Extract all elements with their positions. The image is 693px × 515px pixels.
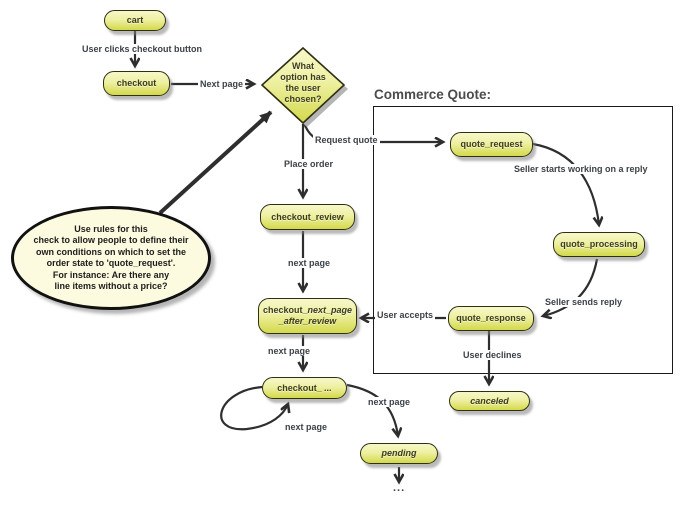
node-quote-response: quote_response bbox=[448, 306, 534, 331]
decision-line: What bbox=[292, 61, 314, 71]
edge-to-pending bbox=[346, 383, 398, 436]
commerce-quote-title: Commerce Quote: bbox=[374, 87, 492, 102]
note-line: line items without a price? bbox=[54, 281, 168, 291]
note-line: order state to 'quote_request'. bbox=[46, 258, 176, 268]
edge-quote-request-to-processing bbox=[532, 142, 599, 225]
node-quote-request: quote_request bbox=[450, 132, 533, 157]
label-request-quote: Request quote bbox=[313, 135, 380, 145]
node-pending: pending bbox=[360, 443, 438, 464]
label-user-clicks-checkout: User clicks checkout button bbox=[80, 44, 205, 54]
label-seller-starts: Seller starts working on a reply bbox=[512, 164, 650, 174]
label-user-declines: User declines bbox=[461, 350, 524, 360]
node-label: checkout_ ... bbox=[277, 382, 332, 393]
decision-diamond bbox=[260, 46, 346, 125]
note-line: own conditions on which to set the bbox=[36, 246, 186, 257]
edge-processing-to-response bbox=[543, 258, 599, 316]
decision-line: the user bbox=[285, 83, 321, 93]
note-line: Use rules for this bbox=[74, 223, 148, 234]
label-next-page-to-pending: next page bbox=[366, 397, 413, 407]
node-label: checkout_next_page bbox=[262, 305, 353, 315]
node-label: canceled bbox=[470, 395, 509, 406]
note-line: For instance: Are there any bbox=[52, 269, 170, 280]
edge-note-to-decision bbox=[158, 110, 273, 215]
node-label: quote_response bbox=[456, 313, 526, 323]
note-ellipse: Use rules for this check to allow people… bbox=[11, 206, 211, 310]
node-label: quote_processing bbox=[560, 239, 638, 249]
label-next-page-review: next page bbox=[286, 258, 333, 268]
label-next-page-top: Next page bbox=[198, 79, 246, 89]
node-canceled: canceled bbox=[449, 391, 530, 411]
node-label: quote_request bbox=[460, 139, 523, 149]
decision-line: chosen? bbox=[284, 94, 322, 104]
node-label: _after_review bbox=[278, 316, 337, 326]
label-next-page-loop: next page bbox=[283, 422, 330, 432]
label-next-page-after-review: next page bbox=[266, 346, 313, 356]
node-label: cart bbox=[126, 15, 144, 25]
node-checkout-review: checkout_review bbox=[260, 204, 355, 230]
node-label: pending bbox=[381, 448, 417, 458]
node-cart: cart bbox=[104, 10, 166, 31]
node-checkout: checkout bbox=[103, 71, 170, 96]
edge-self-loop bbox=[220, 385, 288, 431]
label-seller-sends: Seller sends reply bbox=[543, 297, 625, 307]
commerce-quote-group-box bbox=[373, 106, 673, 374]
decision-line: option has bbox=[280, 72, 326, 82]
node-label: checkout bbox=[116, 78, 157, 88]
node-label: checkout_review bbox=[271, 211, 344, 222]
label-place-order: Place order bbox=[282, 159, 336, 169]
label-ellipsis: ... bbox=[393, 482, 406, 494]
node-checkout-next-page-after-review: checkout_next_page _after_review bbox=[258, 298, 357, 334]
label-user-accepts: User accepts bbox=[375, 310, 436, 320]
note-line: check to allow people to define their bbox=[33, 235, 189, 245]
decision-diamond-text: What option has the user chosen? bbox=[261, 61, 345, 105]
node-checkout-dots: checkout_ ... bbox=[262, 377, 347, 399]
node-quote-processing: quote_processing bbox=[553, 232, 645, 257]
